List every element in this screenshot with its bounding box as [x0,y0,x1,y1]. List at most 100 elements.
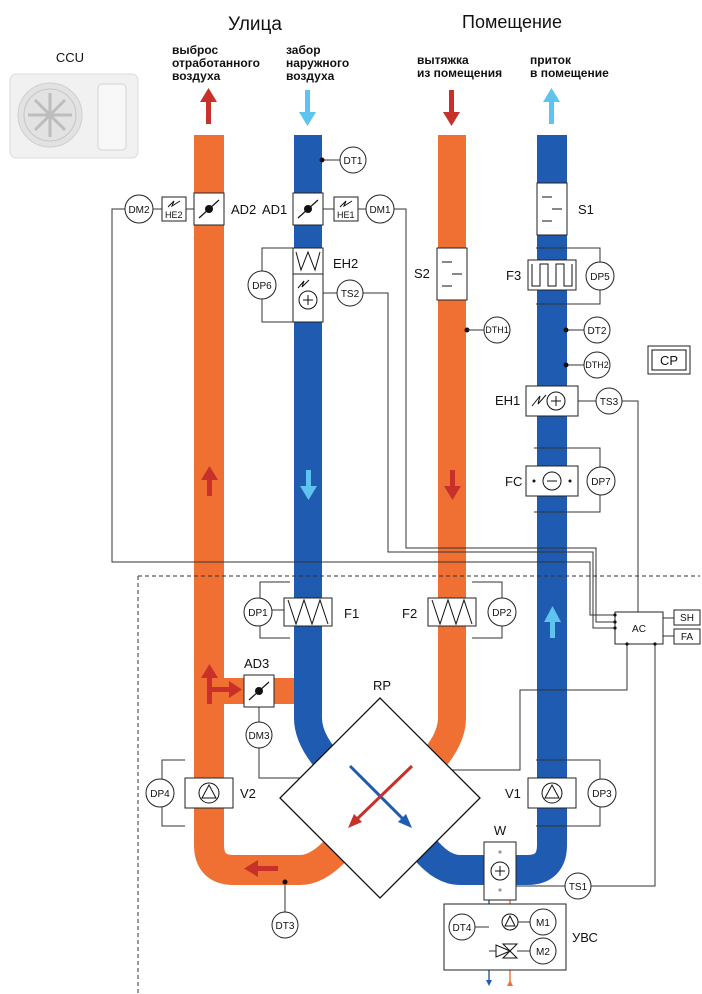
duct-intake [294,135,347,780]
controller-ac[interactable]: AC [613,611,664,646]
label-exhaust-out: выброс отработанного воздуха [172,43,263,83]
label-dp2: DP2 [492,608,512,619]
label-f1: F1 [344,606,359,621]
ccu-label: CCU [56,50,84,65]
label-ts3: TS3 [600,397,619,408]
sensor-dt4[interactable]: DT4 [448,913,476,941]
arrow-supply-mid [544,606,561,638]
label-f2: F2 [402,606,417,621]
label-w: W [494,823,507,838]
label-v1: V1 [505,786,521,801]
sensor-dp2[interactable]: DP2 [487,597,517,627]
sensor-dp5[interactable]: DP5 [585,261,615,291]
sensor-dp4[interactable]: DP4 [145,778,175,808]
label-s1: S1 [578,202,594,217]
sensor-ts1[interactable]: TS1 [564,872,592,900]
label-ad2: AD2 [231,202,256,217]
arrow-intake-mid [300,470,317,500]
duct-supply [412,135,567,885]
output-fa[interactable]: FA [673,628,701,645]
label-fc: FC [505,474,522,489]
arrow-exhaust-bottom [244,860,278,877]
label-dth2: DTH2 [585,360,609,370]
sensor-dm1[interactable]: DM1 [365,194,395,224]
label-dp5: DP5 [590,272,610,283]
sensor-dth2[interactable]: DTH2 [563,351,611,379]
pump-icon [501,913,519,931]
sensor-dm3[interactable]: DM3 [245,721,273,749]
label-dm2: DM2 [128,205,150,216]
heater-he1: HE1 [333,196,359,222]
damper-ad3[interactable]: AD3 [243,656,275,708]
label-ad3: AD3 [244,656,269,671]
label-ts1: TS1 [569,882,588,893]
heater-eh1[interactable]: EH1 [495,385,579,417]
label-dp6: DP6 [252,281,272,292]
fan-v1[interactable]: V1 [505,777,577,809]
heater-eh2[interactable]: EH2 [292,247,358,323]
sensor-dp7[interactable]: DP7 [586,466,616,496]
header-room: Помещение [462,12,562,32]
sensor-dt3[interactable]: DT3 [271,879,299,939]
ccu-unit: CCU [9,50,139,159]
label-sh: SH [680,613,694,624]
sensor-dm2[interactable]: DM2 [124,194,154,224]
arrow-bypass [201,664,242,704]
mixing-unit-uvs[interactable]: УВС DT4 M1 M2 [443,903,598,971]
motor-m1[interactable]: M1 [529,908,557,936]
silencer-s1[interactable]: S1 [536,182,594,236]
label-intake-out: забор наружного воздуха [286,43,353,83]
label-m2: M2 [536,947,550,958]
label-f3: F3 [506,268,521,283]
sensor-ts2[interactable]: TS2 [336,279,364,307]
label-ac: AC [632,624,646,635]
sensor-dp3[interactable]: DP3 [587,778,617,808]
filter-f1[interactable]: F1 [283,597,359,627]
sensor-dp1[interactable]: DP1 [243,597,273,627]
label-cp: CP [660,353,678,368]
panel-cp[interactable]: CP [647,345,691,375]
fan-v2[interactable]: V2 [184,777,256,809]
sensor-ts3[interactable]: TS3 [595,387,623,415]
label-s2: S2 [414,266,430,281]
label-dt2: DT2 [588,326,607,337]
arrow-extract-down [443,90,460,126]
header-street: Улица [228,14,282,35]
sensor-dp6[interactable]: DP6 [247,270,277,300]
label-dm1: DM1 [369,205,391,216]
label-dt1: DT1 [344,156,363,167]
sensor-dt2[interactable]: DT2 [563,316,611,344]
label-dm3: DM3 [248,731,270,742]
arrow-exhaust-up [200,88,217,124]
label-fa: FA [681,632,694,643]
damper-ad1[interactable]: AD1 [262,192,324,226]
label-dth1: DTH1 [485,325,509,335]
label-he1: HE1 [337,210,355,220]
label-m1: M1 [536,918,550,929]
silencer-s2[interactable]: S2 [414,247,468,301]
sensor-dt1[interactable]: DT1 [319,146,367,174]
duct-extract [413,135,466,780]
label-dp3: DP3 [592,789,612,800]
label-dt3: DT3 [276,921,295,932]
motor-m2[interactable]: M2 [529,937,557,965]
heat-exchanger-rp[interactable]: RP [279,678,481,899]
filter-f2[interactable]: F2 [402,597,477,627]
label-he2: HE2 [165,210,183,220]
label-dp7: DP7 [591,477,611,488]
arrow-extract-mid [444,470,461,500]
label-dp1: DP1 [248,608,268,619]
cooler-fc[interactable]: FC [505,465,579,497]
damper-ad2[interactable]: AD2 [193,192,256,226]
label-ad1: AD1 [262,202,287,217]
arrow-exhaust-mid [201,466,218,496]
label-dt4: DT4 [453,923,472,934]
filter-f3[interactable]: F3 [506,259,577,291]
heater-he2: HE2 [161,196,187,222]
output-sh[interactable]: SH [673,609,701,626]
heater-w[interactable]: W [483,823,517,901]
label-extract-in: вытяжка из помещения [417,53,502,80]
label-eh1: EH1 [495,393,520,408]
label-eh2: EH2 [333,256,358,271]
